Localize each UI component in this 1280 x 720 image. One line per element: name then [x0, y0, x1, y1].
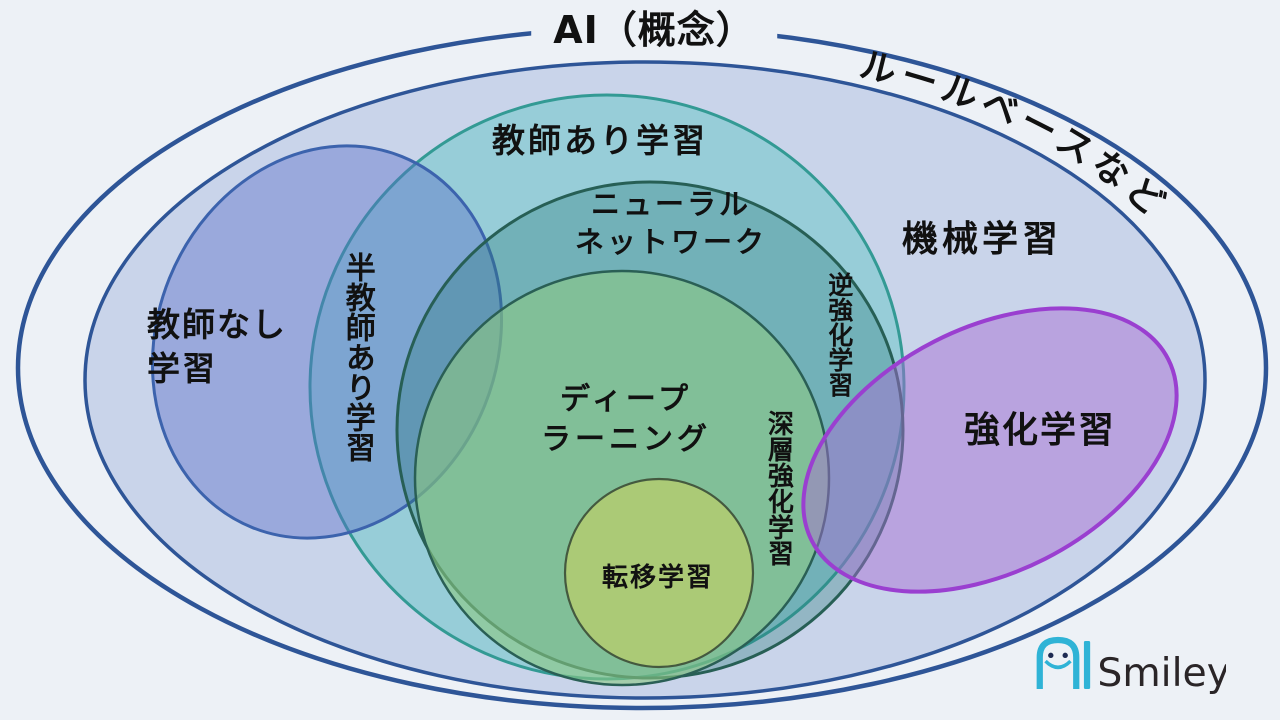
neural-network-label: ニューラル ネットワーク — [575, 185, 767, 262]
deep-learning-label-line1: ディープ — [559, 382, 693, 417]
deep-learning-label-line2: ラーニング — [541, 421, 711, 457]
neural-network-label-line1: ニューラル — [590, 187, 752, 221]
supervised-learning-label: 教師あり学習 — [492, 121, 708, 160]
smiley-smile-icon — [1044, 659, 1072, 670]
deep-learning-label: ディープ ラーニング — [541, 380, 711, 459]
neural-network-label-line2: ネットワーク — [574, 225, 768, 260]
aismiley-logo-graphic: Smiley — [1036, 636, 1230, 696]
deep-reinforcement-learning-label: 深層強化学習 — [763, 410, 794, 566]
logo-brand-text: Smiley — [1097, 650, 1226, 694]
transfer-learning-circle — [563, 477, 755, 669]
logo-i-bar-icon — [1083, 640, 1091, 689]
inverse-reinforcement-learning-label: 逆強化学習 — [824, 272, 854, 397]
unsupervised-learning-label: 教師なし 学習 — [147, 303, 287, 390]
transfer-learning-label: 転移学習 — [601, 563, 715, 593]
reinforcement-learning-ellipse — [801, 306, 1179, 594]
smiley-a-arch-icon — [1036, 636, 1080, 689]
aismiley-logo: Smiley — [1034, 634, 1230, 698]
unsupervised-learning-label-line1: 教師なし — [147, 305, 287, 344]
diagram-title: AI（概念） — [531, 8, 777, 53]
smiley-left-eye-icon — [1048, 652, 1054, 659]
semi-supervised-learning-label: 半教師あり学習 — [339, 252, 375, 462]
unsupervised-learning-label-line2: 学習 — [147, 348, 217, 388]
reinforcement-learning-label: 強化学習 — [963, 410, 1117, 451]
smiley-right-eye-icon — [1062, 652, 1068, 659]
machine-learning-label: 機械学習 — [901, 219, 1063, 260]
